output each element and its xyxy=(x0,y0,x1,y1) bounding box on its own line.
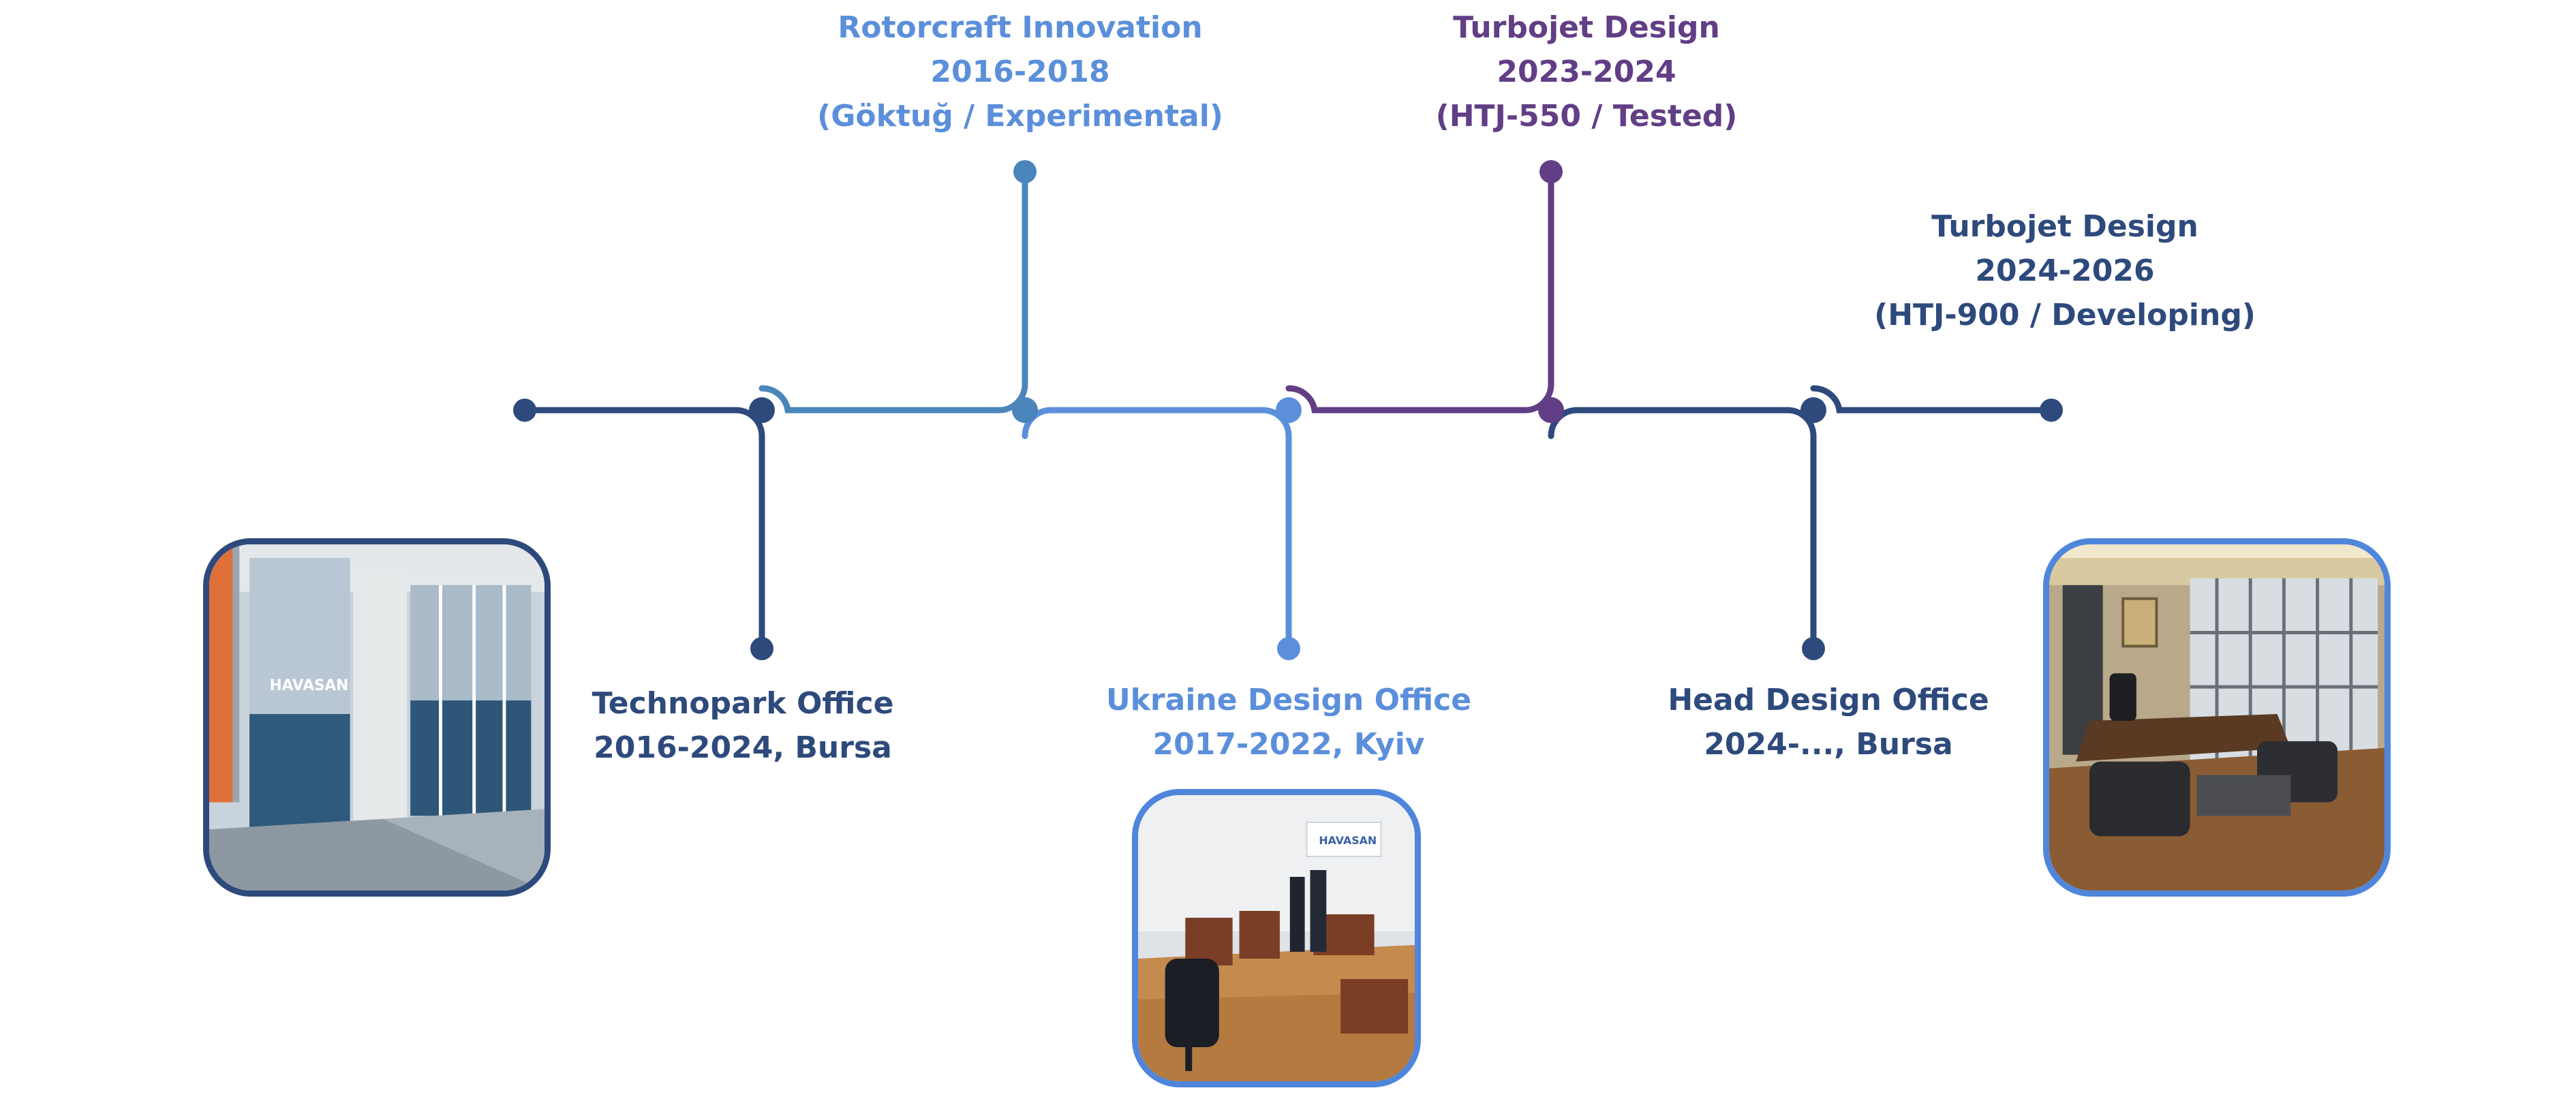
label-ukraine-title: Ukraine Design Office xyxy=(1105,683,1472,717)
timeline-segment-3 xyxy=(1022,407,1292,652)
label-turbojet-550-years: 2023-2024 xyxy=(1497,55,1676,89)
office-hallway-photo: HAVASAN xyxy=(203,538,551,897)
executive-office-illustration xyxy=(2049,544,2385,890)
label-head-office-years: 2024-..., Bursa xyxy=(1704,727,1953,762)
label-turbojet-900-years: 2024-2026 xyxy=(1975,253,2155,288)
timeline-end-dot xyxy=(2040,399,2063,422)
hallway-logo-text: HAVASAN xyxy=(270,677,349,694)
label-turbojet-900-detail: (HTJ-900 / Developing) xyxy=(1874,298,2256,332)
label-technopark: Technopark Office 2016-2024, Bursa xyxy=(592,681,894,770)
label-turbojet-900-title: Turbojet Design xyxy=(1931,209,2198,244)
timeline-segment-6 xyxy=(1810,385,2055,414)
label-technopark-years: 2016-2024, Bursa xyxy=(594,730,892,765)
label-head-office: Head Design Office 2024-..., Bursa xyxy=(1668,678,1989,766)
label-rotorcraft: Rotorcraft Innovation 2016-2018 (Göktuğ … xyxy=(817,5,1223,138)
junction-dot-technopark xyxy=(749,397,775,423)
branch-end-dot-rotorcraft xyxy=(1013,160,1037,183)
junction-dot-head-office xyxy=(1800,397,1826,423)
branch-end-dot-ukraine xyxy=(1277,637,1300,660)
office-room-photo: HAVASAN xyxy=(1132,789,1421,1087)
label-head-office-title: Head Design Office xyxy=(1668,683,1989,717)
label-rotorcraft-years: 2016-2018 xyxy=(930,55,1110,89)
junction-dot-ukraine xyxy=(1276,397,1302,423)
label-ukraine: Ukraine Design Office 2017-2022, Kyiv xyxy=(1106,678,1471,766)
timeline-segment-2 xyxy=(758,168,1028,414)
label-turbojet-900: Turbojet Design 2024-2026 (HTJ-900 / Dev… xyxy=(1874,204,2256,337)
junction-dot-turbojet-550 xyxy=(1538,397,1564,423)
branch-end-dot-technopark xyxy=(750,637,773,660)
timeline-segment-4 xyxy=(1285,168,1554,414)
branch-end-dot-turbojet-550 xyxy=(1539,160,1563,183)
label-rotorcraft-detail: (Göktuğ / Experimental) xyxy=(817,99,1223,134)
timeline-segment-1 xyxy=(521,407,765,652)
label-turbojet-550-detail: (HTJ-550 / Tested) xyxy=(1435,99,1738,134)
branch-end-dot-head-office xyxy=(1802,637,1825,660)
office-room-illustration: HAVASAN xyxy=(1138,795,1415,1081)
junction-dot-rotorcraft xyxy=(1012,397,1038,423)
executive-office-photo xyxy=(2043,538,2391,897)
timeline-start-dot xyxy=(513,399,536,422)
label-ukraine-years: 2017-2022, Kyiv xyxy=(1152,727,1425,762)
label-turbojet-550: Turbojet Design 2023-2024 (HTJ-550 / Tes… xyxy=(1436,5,1738,138)
label-technopark-title: Technopark Office xyxy=(592,686,894,721)
label-rotorcraft-title: Rotorcraft Innovation xyxy=(838,10,1203,45)
hallway-illustration: HAVASAN xyxy=(209,544,545,890)
timeline-segment-5 xyxy=(1548,407,1817,652)
office-room-logo-text: HAVASAN xyxy=(1319,834,1377,847)
label-turbojet-550-title: Turbojet Design xyxy=(1453,10,1720,45)
